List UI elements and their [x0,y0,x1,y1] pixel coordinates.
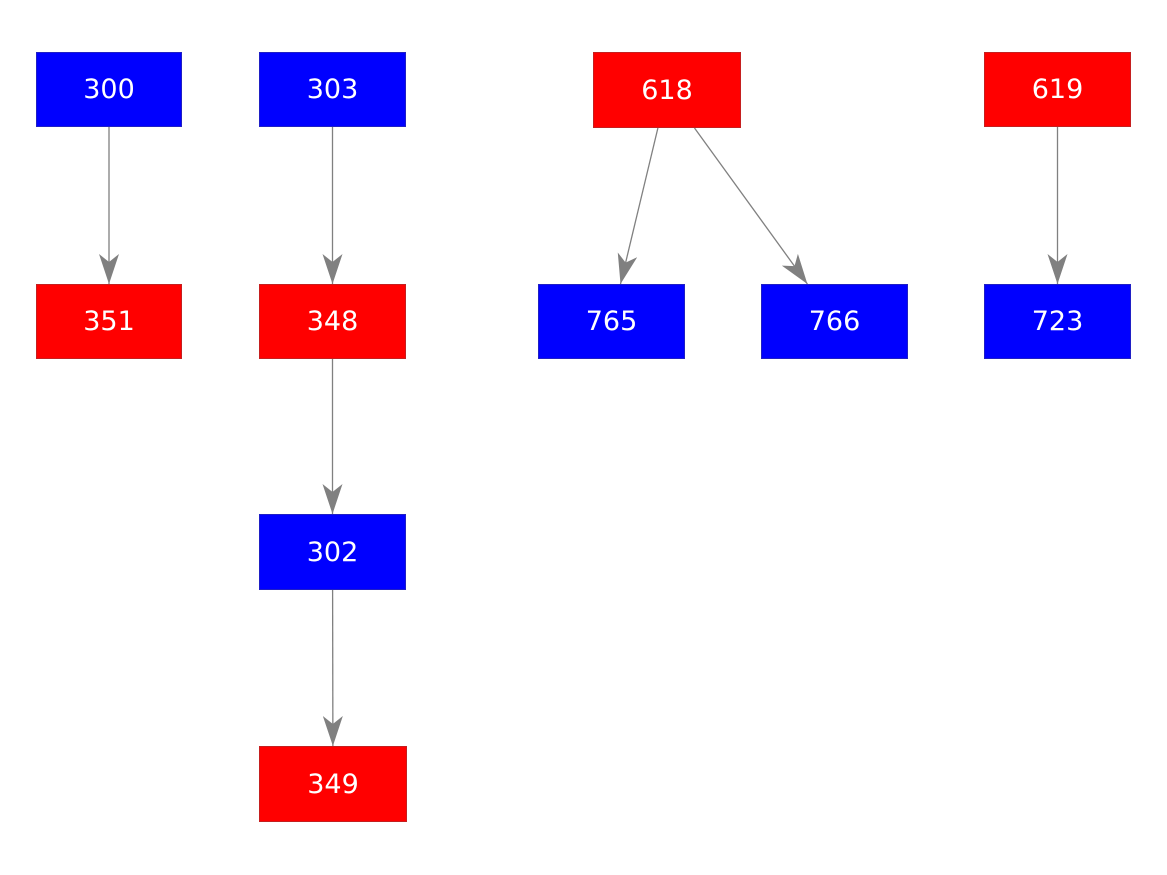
edge-618-765 [617,127,659,285]
graph-node-766: 766 [761,284,908,359]
graph-node-303: 303 [259,52,406,127]
graph-node-349: 349 [259,746,407,822]
graph-node-302: 302 [259,514,406,590]
edge-618-766 [693,127,808,285]
graph-node-723: 723 [984,284,1131,359]
graph-node-765: 765 [538,284,685,359]
graph-node-619: 619 [984,52,1131,127]
graph-node-300: 300 [36,52,182,127]
graph-node-348: 348 [259,284,406,359]
edge-group [99,127,1068,747]
graph-node-618: 618 [593,52,741,128]
graph-node-351: 351 [36,284,182,359]
